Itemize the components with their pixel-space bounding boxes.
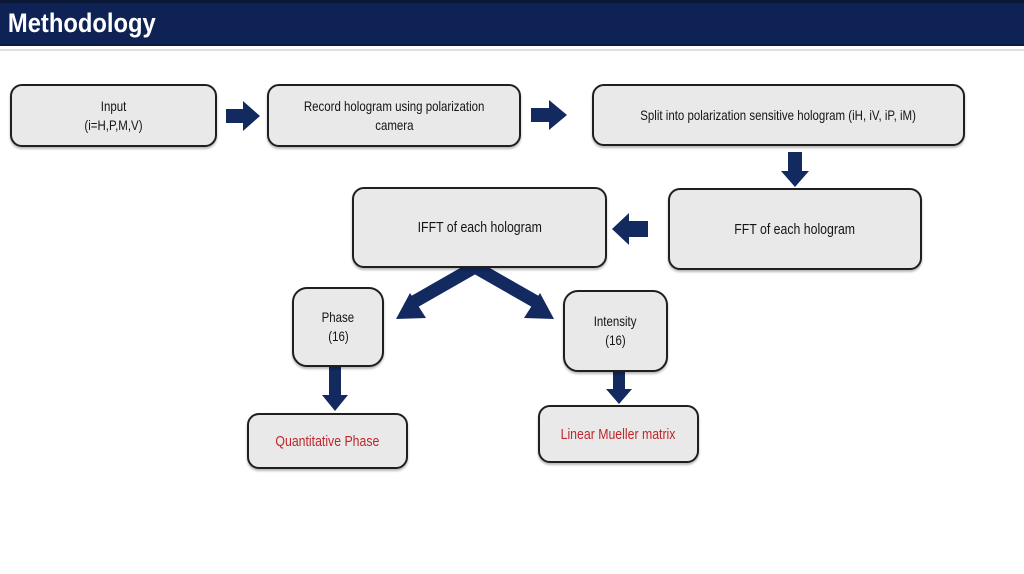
node-phase: Phase (16) [292,287,384,367]
arrow-split-to-fft-icon [781,152,809,187]
node-intensity-line1: Intensity [594,313,637,329]
node-quantitative-phase: Quantitative Phase [247,413,408,469]
arrow-record-to-split-icon [531,100,567,130]
node-input-line1: Input [100,97,127,114]
arrow-ifft-to-intensity-head-icon [524,293,554,319]
node-fft: FFT of each hologram [668,188,922,270]
node-record-line1: Record hologram using polarization [303,97,485,114]
node-input-line2: (i=H,P,M,V) [84,116,143,133]
arrow-fft-to-ifft-icon [612,213,648,245]
node-quantitative-phase-label: Quantitative Phase [275,432,380,450]
page-title: Methodology [7,8,156,38]
node-record-hologram: Record hologram using polarization camer… [267,84,521,147]
node-intensity-line2: (16) [605,332,626,348]
node-input: Input (i=H,P,M,V) [10,84,217,147]
node-phase-line2: (16) [327,328,349,344]
node-linear-mueller-matrix: Linear Mueller matrix [538,405,699,463]
node-record-line2: camera [374,116,414,133]
arrow-phase-to-qp-icon [322,367,348,411]
node-ifft: IFFT of each hologram [352,187,607,268]
node-ifft-label: IFFT of each hologram [417,219,542,236]
node-linear-mueller-matrix-label: Linear Mueller matrix [561,425,676,443]
arrow-ifft-split-band-icon [408,259,542,309]
header: Methodology [0,0,1024,46]
node-split-label: Split into polarization sensitive hologr… [640,106,917,123]
arrow-ifft-to-phase-head-icon [396,293,426,319]
arrow-input-to-record-icon [226,101,260,131]
node-fft-label: FFT of each hologram [734,220,856,238]
node-phase-line1: Phase [321,309,355,325]
header-divider [0,49,1024,51]
node-intensity: Intensity (16) [563,290,668,372]
arrow-intensity-to-lmm-icon [606,372,632,404]
node-split-polarization: Split into polarization sensitive hologr… [592,84,965,146]
